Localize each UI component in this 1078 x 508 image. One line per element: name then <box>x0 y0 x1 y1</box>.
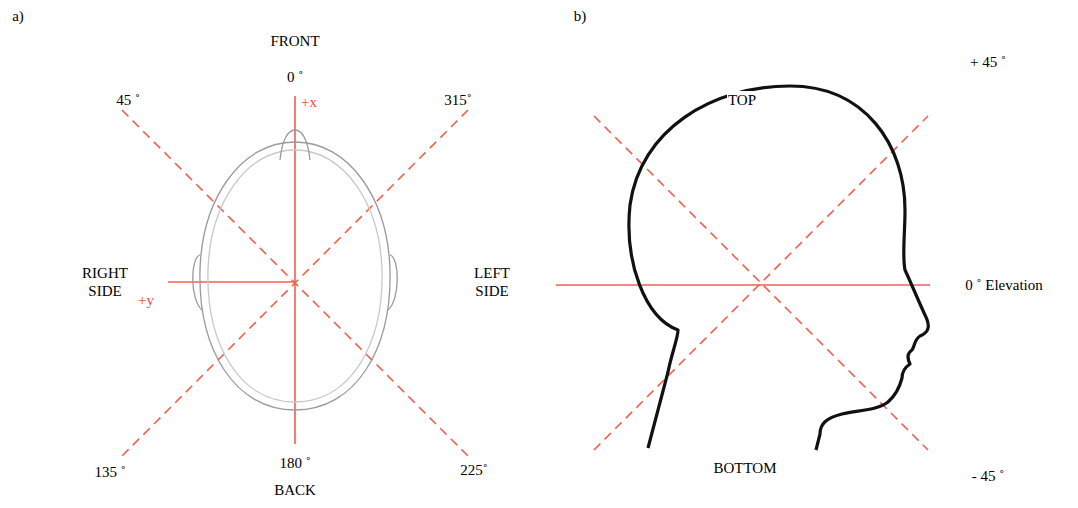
azimuth-lines <box>122 96 468 456</box>
side-label: LEFT SIDE <box>461 264 523 300</box>
angle-label: 135 ˚ <box>93 463 126 481</box>
x-axis <box>294 96 296 444</box>
angle-label: - 45 ˚ <box>971 467 1006 485</box>
y-axis <box>168 281 295 283</box>
angle-label: 0 ˚ <box>286 68 304 86</box>
diagonal-plus-45 <box>594 116 928 450</box>
top-view-head <box>193 130 398 410</box>
elevation-label: 0 ˚ Elevation <box>964 276 1043 294</box>
side-label: RIGHT SIDE <box>74 264 136 300</box>
angle-label: + 45 ˚ <box>969 53 1007 71</box>
direction-label: FRONT <box>269 32 320 50</box>
elevation-zero-line <box>556 284 930 286</box>
angle-label: 225˚ <box>459 461 489 479</box>
angle-label: 180 ˚ <box>278 454 311 472</box>
angle-label: 315˚ <box>443 91 473 109</box>
angle-label: 45 ˚ <box>115 91 141 109</box>
direction-label: TOP <box>727 91 757 109</box>
axis-label: +x <box>300 93 318 111</box>
diagonal-minus-45 <box>594 116 928 450</box>
nose-outline <box>280 130 310 160</box>
right-ear <box>193 255 202 310</box>
head-inner-outline <box>208 150 382 402</box>
elevation-lines <box>556 116 930 450</box>
panel-letter: b) <box>573 7 588 25</box>
axis-label: +y <box>137 291 155 309</box>
head-outline <box>200 142 390 410</box>
left-ear <box>388 255 397 310</box>
panel-letter: a) <box>11 7 25 25</box>
direction-label: BOTTOM <box>712 459 777 477</box>
side-view-head <box>629 86 928 450</box>
direction-label: BACK <box>273 481 317 499</box>
